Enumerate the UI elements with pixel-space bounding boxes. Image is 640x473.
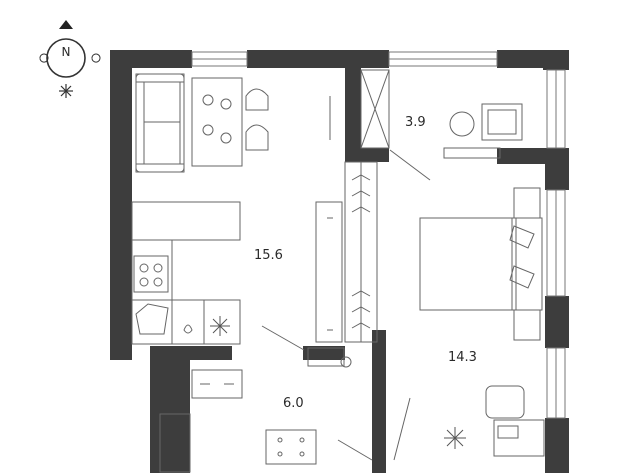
kitchen-counter [131, 201, 241, 345]
compass-icon [39, 20, 101, 98]
dining-table-icon [191, 77, 269, 167]
wardrobe-left [261, 96, 343, 351]
plant-icon [444, 427, 466, 449]
armchair-icon [443, 103, 523, 159]
stove-icon [133, 255, 169, 293]
door-swing [307, 347, 411, 461]
sun-icon [59, 84, 73, 98]
washer-icon [265, 429, 317, 465]
storage-cross [360, 69, 431, 181]
sofa-icon [135, 73, 185, 173]
sink-icon [135, 303, 193, 335]
room-area-living-kitchen: 15.6 [254, 248, 283, 263]
compass-north-label: N [61, 45, 71, 59]
room-area-bedroom: 14.3 [448, 350, 477, 365]
closet [344, 161, 378, 343]
fridge-icon [210, 316, 230, 336]
walls [110, 50, 569, 473]
room-area-wardrobe: 3.9 [405, 115, 426, 130]
windows [191, 51, 566, 419]
bed-icon [419, 187, 543, 341]
room-area-hallway: 6.0 [283, 396, 304, 411]
hall-shelf [159, 369, 243, 473]
desk-icon [485, 385, 545, 457]
